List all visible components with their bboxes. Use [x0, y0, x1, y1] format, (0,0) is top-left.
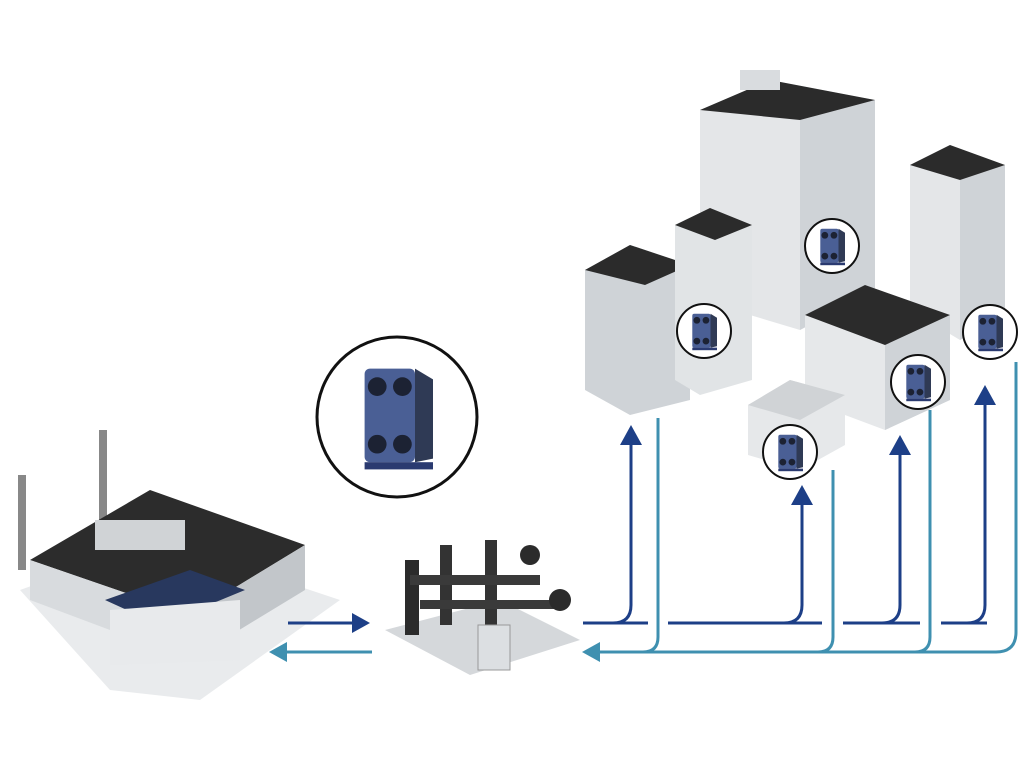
plate-heat-exchanger-callout: [315, 335, 479, 499]
supply-riser: [966, 405, 987, 625]
arrow-up-icon: [620, 425, 642, 445]
arrow-right-icon: [352, 613, 370, 633]
return-main: [598, 362, 1018, 654]
glass-building: [585, 208, 752, 415]
arrow-left-icon: [582, 642, 600, 662]
plate-heat-exchanger-icon: [762, 424, 818, 480]
substation-skid-icon: [385, 540, 580, 675]
supply-riser: [612, 445, 633, 625]
plate-heat-exchanger-icon: [676, 303, 732, 359]
plate-heat-exchanger-icon: [962, 304, 1018, 360]
supply-riser: [783, 505, 804, 625]
return-riser: [642, 418, 660, 654]
arrow-up-icon: [889, 435, 911, 455]
return-riser: [914, 410, 932, 654]
arrow-left-icon: [269, 642, 287, 662]
supply-riser: [881, 455, 902, 625]
pipe-network: [269, 362, 1018, 662]
residential-tower-building: [910, 145, 1005, 340]
plate-heat-exchanger-icon: [804, 218, 860, 274]
plate-heat-exchanger-icon: [890, 354, 946, 410]
arrow-up-icon: [791, 485, 813, 505]
return-riser: [817, 470, 835, 654]
power-plant-icon: [18, 430, 340, 700]
arrow-up-icon: [974, 385, 996, 405]
